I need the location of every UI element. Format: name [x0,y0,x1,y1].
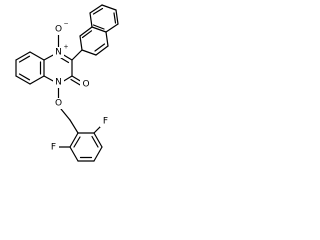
chemical-structure-diagram: N + O − O N O F F [15,4,119,162]
atom-fluorine-right: F [100,116,111,127]
atom-oxide-oxygen: O − [53,21,69,35]
ether-oxygen-label: O [55,99,62,109]
carbonyl-oxygen-label: O [82,80,89,90]
atom-amide-n: N [53,77,64,88]
oxide-oxygen-label: O [55,25,62,35]
atom-n-oxide: N + [53,44,69,58]
fluorine-right-label: F [103,117,108,127]
oxide-charge: − [63,21,68,28]
atom-carbonyl-oxygen: O [80,79,91,90]
benzo-ring [15,51,45,85]
n-oxide-charge: + [63,44,68,51]
amide-n-label: N [55,78,62,88]
naphthyl-group [71,4,119,61]
fluorine-left-label: F [51,143,56,153]
atom-ether-oxygen: O [53,98,64,109]
o-ch2-bond [60,108,71,121]
n-oxide-label: N [55,48,62,58]
atom-fluorine-left: F [48,142,59,153]
difluorophenyl-ring [57,119,104,162]
